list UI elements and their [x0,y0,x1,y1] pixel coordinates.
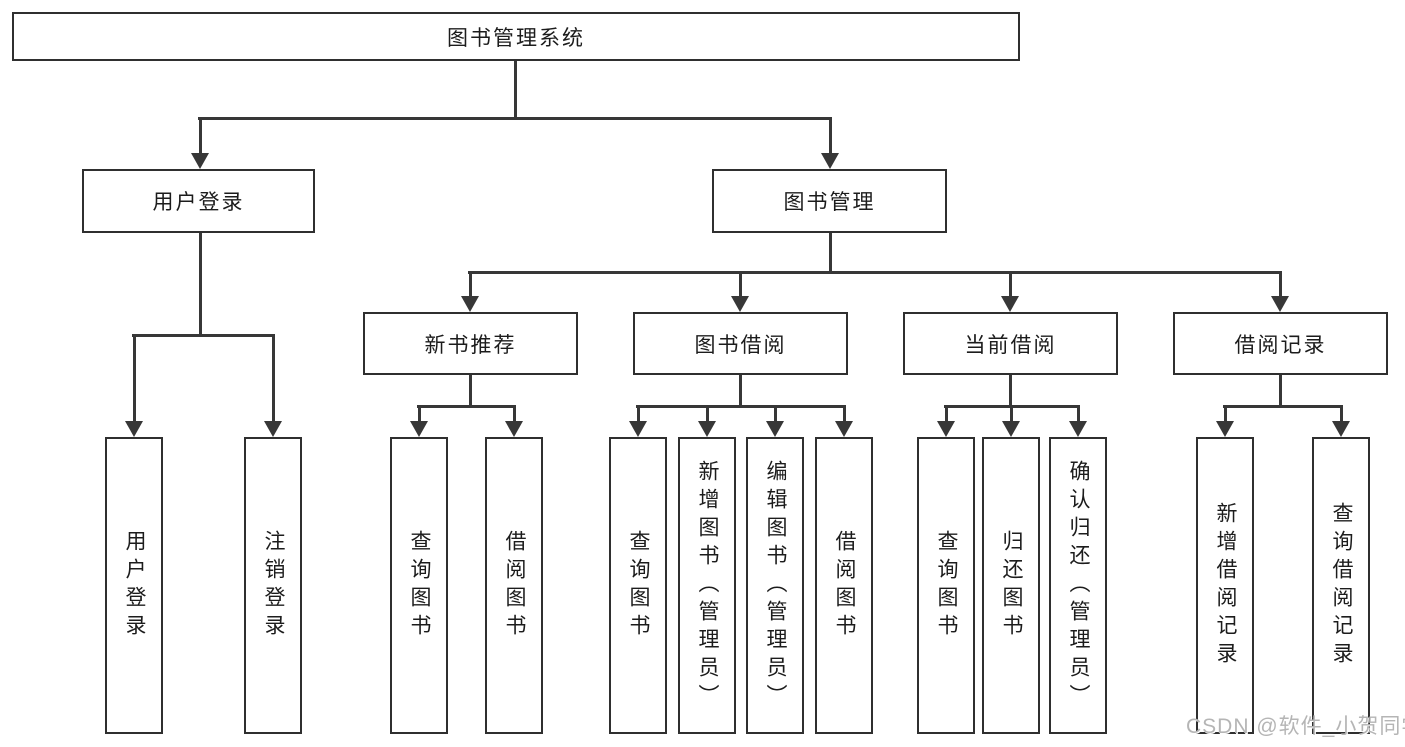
leaf-query-books-borrow-label: 查询图书 [627,529,650,642]
connector-leaf-shaft [513,405,516,423]
arrowhead-leaf-user-login-icon [125,421,143,437]
arrowhead-book-borrow-icon [731,296,749,312]
node-current-borrow-label: 当前借阅 [964,333,1057,357]
connector-leaf-logout-shaft [272,334,275,423]
connector-leaf-shaft [706,405,709,423]
arrowhead-leaf-icon [505,421,523,437]
node-root-label: 图书管理系统 [447,26,585,50]
leaf-add-book-admin: 新增图书（管理员） [678,437,736,734]
node-borrow-records: 借阅记录 [1173,312,1388,375]
leaf-user-login: 用户登录 [105,437,163,734]
node-new-book-recommend-label: 新书推荐 [424,333,517,357]
arrowhead-leaf-icon [698,421,716,437]
node-user-login: 用户登录 [82,169,315,233]
arrowhead-leaf-icon [1332,421,1350,437]
leaf-query-books-recommend-label: 查询图书 [408,529,431,642]
connector-leaf-shaft [1010,405,1013,423]
arrowhead-leaf-icon [629,421,647,437]
connector-recommend-stem [469,375,472,408]
connector-book-borrow-stem [739,375,742,408]
connector-borrow-records-shaft [1279,271,1282,298]
node-user-login-label: 用户登录 [152,191,245,214]
connector-borrow-records-stem [1279,375,1282,408]
arrowhead-leaf-icon [766,421,784,437]
leaf-edit-book-admin-label: 编辑图书（管理员） [764,459,787,712]
arrowhead-leaf-logout-icon [264,421,282,437]
leaf-query-borrow-record: 查询借阅记录 [1312,437,1370,734]
connector-level2-hline [198,117,832,120]
connector-recommend-shaft [469,271,472,298]
leaf-edit-book-admin: 编辑图书（管理员） [746,437,804,734]
leaf-logout: 注销登录 [244,437,302,734]
arrowhead-current-borrow-icon [1001,296,1019,312]
connector-borrow-records-group-hline [1223,405,1343,408]
node-new-book-recommend: 新书推荐 [363,312,578,375]
connector-book-management-shaft [829,117,832,155]
leaf-query-books-current: 查询图书 [917,437,975,734]
connector-user-login-stem [199,233,202,336]
leaf-borrow-books-recommend-label: 借阅图书 [503,529,526,642]
connector-leaf-user-login-shaft [133,334,136,423]
arrowhead-leaf-icon [410,421,428,437]
arrowhead-leaf-icon [1002,421,1020,437]
leaf-confirm-return-admin: 确认归还（管理员） [1049,437,1107,734]
leaf-borrow-books-borrow: 借阅图书 [815,437,873,734]
leaf-confirm-return-admin-label: 确认归还（管理员） [1067,459,1090,712]
connector-current-borrow-stem [1009,375,1012,408]
connector-leaf-shaft [945,405,948,423]
leaf-return-book-label: 归还图书 [1000,529,1023,642]
connector-leaf-shaft [1077,405,1080,423]
connector-user-login-group-hline [132,334,275,337]
connector-root-stem [514,61,517,119]
leaf-query-books-borrow: 查询图书 [609,437,667,734]
node-book-borrow-label: 图书借阅 [694,333,787,357]
leaf-add-borrow-record-label: 新增借阅记录 [1214,501,1237,670]
node-borrow-records-label: 借阅记录 [1234,333,1327,357]
arrowhead-user-login-icon [191,153,209,169]
connector-book-borrow-shaft [739,271,742,298]
connector-book-management-stem [829,233,832,274]
connector-leaf-shaft [843,405,846,423]
connector-recommend-group-hline [417,405,516,408]
node-book-management-label: 图书管理 [783,191,876,214]
connector-leaf-shaft [1224,405,1227,423]
leaf-user-login-label: 用户登录 [123,529,146,642]
csdn-watermark: CSDN @软件_小贺同学 [1186,715,1405,738]
leaf-borrow-books-borrow-label: 借阅图书 [833,529,856,642]
leaf-return-book: 归还图书 [982,437,1040,734]
arrowhead-leaf-icon [1069,421,1087,437]
arrowhead-leaf-icon [937,421,955,437]
connector-leaf-shaft [774,405,777,423]
leaf-borrow-books-recommend: 借阅图书 [485,437,543,734]
node-root: 图书管理系统 [12,12,1020,61]
leaf-add-borrow-record: 新增借阅记录 [1196,437,1254,734]
connector-leaf-shaft [1340,405,1343,423]
connector-current-borrow-shaft [1009,271,1012,298]
leaf-query-books-current-label: 查询图书 [935,529,958,642]
connector-level3-hline [468,271,1282,274]
arrowhead-leaf-icon [835,421,853,437]
connector-leaf-shaft [637,405,640,423]
arrowhead-borrow-records-icon [1271,296,1289,312]
node-current-borrow: 当前借阅 [903,312,1118,375]
connector-user-login-shaft [199,117,202,155]
connector-leaf-shaft [418,405,421,423]
leaf-query-books-recommend: 查询图书 [390,437,448,734]
connector-book-borrow-group-hline [636,405,846,408]
arrowhead-book-management-icon [821,153,839,169]
arrowhead-recommend-icon [461,296,479,312]
leaf-logout-label: 注销登录 [262,529,285,642]
arrowhead-leaf-icon [1216,421,1234,437]
node-book-borrow: 图书借阅 [633,312,848,375]
leaf-add-book-admin-label: 新增图书（管理员） [696,459,719,712]
leaf-query-borrow-record-label: 查询借阅记录 [1330,501,1353,670]
node-book-management: 图书管理 [712,169,947,233]
